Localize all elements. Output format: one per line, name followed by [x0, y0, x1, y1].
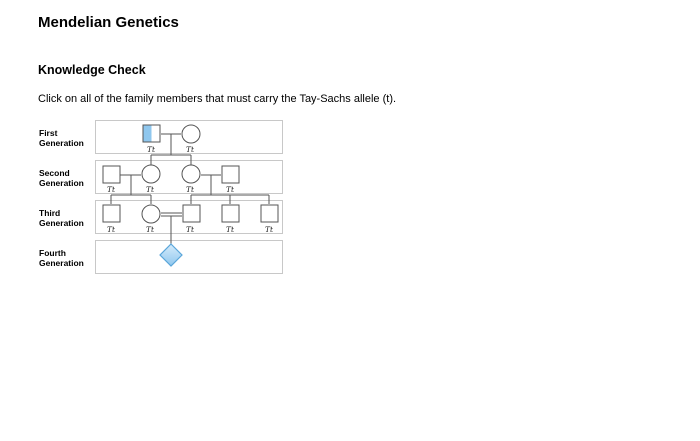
member-g1-mother[interactable] [181, 124, 201, 144]
genotype-g3-son1: Tt [107, 225, 116, 234]
instruction-text: Click on all of the family members that … [38, 93, 397, 105]
member-g2-husband2[interactable] [221, 165, 240, 184]
generation-label-fourth: Fourth Generation [39, 248, 84, 268]
pedigree-lines [110, 133, 270, 244]
genotype-g2-daughter2: Tt [186, 185, 195, 194]
generation-label-second: Second Generation [39, 168, 84, 188]
genotype-g3-son2: Tt [186, 225, 195, 234]
genotype-g1-mother: Tt [186, 145, 195, 154]
member-g3-daughter[interactable] [141, 204, 161, 224]
member-g3-son3[interactable] [221, 204, 240, 223]
genotype-g2-husband2: Tt [226, 185, 235, 194]
member-g2-husband1[interactable] [102, 165, 121, 184]
member-g3-son4[interactable] [260, 204, 279, 223]
genotype-g2-husband1: Tt [107, 185, 116, 194]
generation-label-first: First Generation [39, 128, 84, 148]
generation-label-third: Third Generation [39, 208, 84, 228]
section-title: Knowledge Check [38, 63, 146, 77]
genotype-g1-father: Tt [147, 145, 156, 154]
member-g1-father[interactable] [142, 124, 161, 143]
genotype-g3-son3: Tt [226, 225, 235, 234]
member-g4-child[interactable] [159, 243, 183, 267]
generation-row-fourth [95, 240, 283, 274]
member-g3-son1[interactable] [102, 204, 121, 223]
member-g3-son2[interactable] [182, 204, 201, 223]
member-g2-daughter[interactable] [141, 164, 161, 184]
genotype-g3-daughter: Tt [146, 225, 155, 234]
page-title: Mendelian Genetics [38, 14, 179, 31]
genotype-g2-daughter: Tt [146, 185, 155, 194]
member-g2-daughter2[interactable] [181, 164, 201, 184]
genotype-g3-son4: Tt [265, 225, 274, 234]
